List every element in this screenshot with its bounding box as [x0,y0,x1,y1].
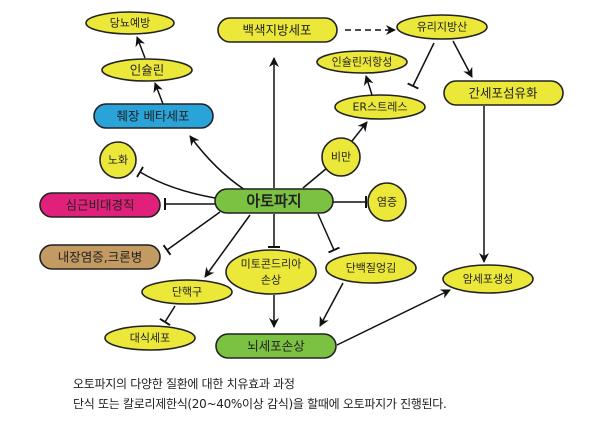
node-label: 비만 [331,151,351,164]
edge-ffa-to-liver [452,40,473,78]
node-label: 백색지방세포 [242,23,311,38]
node-brain-cell-damage: 뇌세포손상 [215,333,337,359]
node-label: 췌장 베타세포 [117,109,190,124]
node-label: 심근비대경직 [65,198,134,213]
node-autophagy: 아토파지 [214,188,334,214]
edge-autophagy-to-beta [189,135,246,191]
edge-monocyte-inhibits-macrophage [159,305,176,327]
edge-er-to-insulinresistance [363,75,374,96]
node-label: 인슐린저항성 [332,56,393,69]
node-monocyte: 단핵구 [141,279,233,305]
node-label: 인슐린 [130,63,165,78]
node-label: 암세포생성 [463,273,514,286]
node-obesity: 비만 [321,137,361,177]
node-label: 간세포섬유화 [468,86,538,101]
node-insulin: 인슐린 [101,58,193,82]
node-label: 유리지방산 [417,21,468,34]
node-white-fat-cell: 백색지방세포 [217,17,338,43]
node-label: 당뇨예방 [110,17,150,30]
node-label: 노화 [108,154,128,167]
node-cancer-cell: 암세포생성 [442,264,534,294]
edge-beta-to-insulin [153,82,164,105]
node-liver-fibrosis: 간세포섬유화 [443,80,564,106]
edge-insulin-to-diabetes [135,36,146,59]
node-label: 미토콘드리아 [241,258,302,271]
edge-autophagy-inhibits-protein [317,213,340,254]
caption-description: 단식 또는 칼로리제한식(20~40%이상 감식)을 할때에 오토파지가 진행된… [73,397,447,411]
edge-autophagy-inhibits-obesity [302,162,332,189]
edge-autophagy-to-monocyte [204,214,251,278]
edge-autophagy-inhibits-aging [136,166,216,199]
caption-title: 오토파지의 다양한 질환에 대한 치유효과 과정 [73,377,295,391]
node-label: 염증 [377,196,397,209]
node-mitochondria-damage: 미토콘드리아 손상 [225,249,317,295]
node-label: 내장염증,크론병 [58,250,142,265]
node-macrophage: 대식세포 [104,325,196,351]
edge-obesity-to-er [351,121,368,142]
node-visceral-crohn: 내장염증,크론병 [39,244,161,270]
node-label: 단핵구 [172,286,202,299]
node-insulin-resistance: 인슐린저항성 [316,50,408,74]
node-diabetes-prevention: 당뇨예방 [85,11,175,35]
node-free-fatty-acid: 유리지방산 [396,14,488,40]
node-protein-aggregation: 단백질엉김 [325,252,417,284]
node-aging: 노화 [99,141,137,179]
node-label: 대식세포 [130,332,170,345]
edge-brain-to-cancer [336,289,451,346]
node-inflammation: 염증 [367,182,407,222]
node-label: 아토파지 [246,192,301,210]
edge-ffa-inhibits-er [407,42,435,90]
node-cardiac-hypertrophy: 심근비대경직 [39,192,161,218]
node-label: 단백질엉김 [346,262,397,275]
edge-autophagy-inhibits-visceral [162,211,221,256]
edge-protein-to-brain [319,282,344,327]
node-label: ER스트레스 [352,101,407,114]
node-label: 뇌세포손상 [247,339,305,354]
edges [135,25,489,346]
node-label: 손상 [261,274,281,287]
node-er-stress: ER스트레스 [334,94,426,120]
node-pancreatic-beta-cell: 췌장 베타세포 [93,103,214,129]
